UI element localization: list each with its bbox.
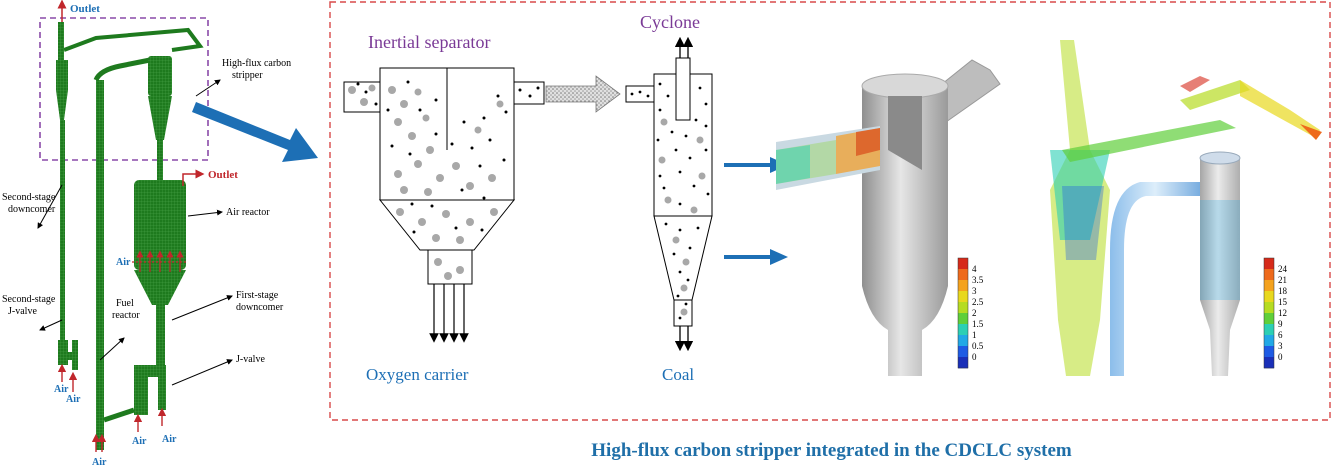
- first-downcomer-label-line2: downcomer: [236, 302, 284, 313]
- legend-left-swatch: [958, 280, 968, 292]
- outlet-mid-label: Outlet: [208, 169, 238, 181]
- legend-right-swatch: [1264, 357, 1274, 369]
- second-jvalve-label-line2: J-valve: [8, 306, 37, 317]
- legend-left-tick-label: 2: [972, 308, 977, 318]
- detail-panel-box: [329, 1, 1331, 421]
- legend-right-swatch: [1264, 335, 1274, 347]
- legend-left-tick-label: 4: [972, 264, 977, 274]
- legend-right-tick-label: 12: [1278, 308, 1287, 318]
- legend-left-tick-label: 3.5: [972, 275, 984, 285]
- legend-left-swatch: [958, 269, 968, 281]
- second-downcomer-label-line2: downcomer: [8, 204, 56, 215]
- velocity-legend-left: 43.532.521.510.50: [957, 257, 984, 369]
- legend-right-swatch: [1264, 269, 1274, 281]
- legend-left-tick-label: 1.5: [972, 319, 984, 329]
- legend-right-swatch: [1264, 280, 1274, 292]
- cfd-inertial-separator-render: [776, 59, 1001, 376]
- flow-arrow-hatched: [545, 75, 621, 113]
- figure-caption: High-flux carbon stripper integrated in …: [591, 440, 1072, 461]
- fuel-reactor-label-line2: reactor: [112, 310, 140, 321]
- legend-left-swatch: [958, 302, 968, 314]
- legend-left-tick-label: 1: [972, 330, 977, 340]
- legend-right-tick-label: 21: [1278, 275, 1287, 285]
- legend-left-swatch: [958, 357, 968, 369]
- legend-right-swatch: [1264, 313, 1274, 325]
- legend-right-tick-label: 24: [1278, 264, 1288, 274]
- legend-right-tick-label: 6: [1278, 330, 1283, 340]
- oxygen-carrier-label: Oxygen carrier: [366, 365, 469, 384]
- air-reactor-label: Air reactor: [226, 207, 270, 218]
- inertial-separator-schematic: [343, 67, 545, 343]
- cyclone-title: Cyclone: [640, 12, 700, 32]
- cfd-cyclone-render: [1050, 40, 1322, 376]
- air-label-2: Air: [66, 394, 81, 405]
- air-label-reactor: Air: [116, 257, 131, 268]
- legend-right-swatch: [1264, 346, 1274, 358]
- stripper-highlight-box: [39, 17, 209, 161]
- outlet-top-label: Outlet: [70, 3, 100, 15]
- legend-right-tick-label: 15: [1278, 297, 1288, 307]
- second-jvalve-label-line1: Second-stage: [2, 294, 56, 305]
- legend-right-tick-label: 3: [1278, 341, 1283, 351]
- legend-left-swatch: [958, 258, 968, 270]
- air-label-5: Air: [162, 434, 177, 445]
- fuel-reactor-label-line1: Fuel: [116, 298, 134, 309]
- legend-left-swatch: [958, 346, 968, 358]
- legend-left-tick-label: 3: [972, 286, 977, 296]
- stripper-label-line2: stripper: [232, 70, 263, 81]
- legend-right-swatch: [1264, 291, 1274, 303]
- legend-left-tick-label: 0.5: [972, 341, 984, 351]
- legend-right-swatch: [1264, 258, 1274, 270]
- legend-left-swatch: [958, 335, 968, 347]
- legend-left-swatch: [958, 313, 968, 325]
- legend-right-swatch: [1264, 324, 1274, 336]
- zoom-arrow: [192, 102, 318, 162]
- legend-left-swatch: [958, 324, 968, 336]
- jvalve-label: J-valve: [236, 354, 265, 365]
- air-label-1: Air: [54, 384, 69, 395]
- legend-right-frame: [1263, 257, 1275, 369]
- air-label-3: Air: [92, 457, 107, 468]
- cdclc-reactor-drawing: Outlet Outlet High-flux carbon stripper …: [2, 0, 291, 468]
- air-label-4: Air: [132, 436, 147, 447]
- legend-right-swatch: [1264, 302, 1274, 314]
- legend-left-tick-label: 0: [972, 352, 977, 362]
- coal-label: Coal: [662, 365, 694, 384]
- legend-left-swatch: [958, 291, 968, 303]
- second-downcomer-label-line1: Second-stage: [2, 192, 56, 203]
- legend-left-frame: [957, 257, 969, 369]
- legend-left-tick-label: 2.5: [972, 297, 984, 307]
- legend-right-tick-label: 0: [1278, 352, 1283, 362]
- legend-right-tick-label: 9: [1278, 319, 1283, 329]
- stripper-label-line1: High-flux carbon: [222, 58, 291, 69]
- legend-right-tick-label: 18: [1278, 286, 1288, 296]
- first-downcomer-label-line1: First-stage: [236, 290, 279, 301]
- inertial-separator-title: Inertial separator: [368, 32, 490, 52]
- cyclone-schematic: [625, 36, 713, 352]
